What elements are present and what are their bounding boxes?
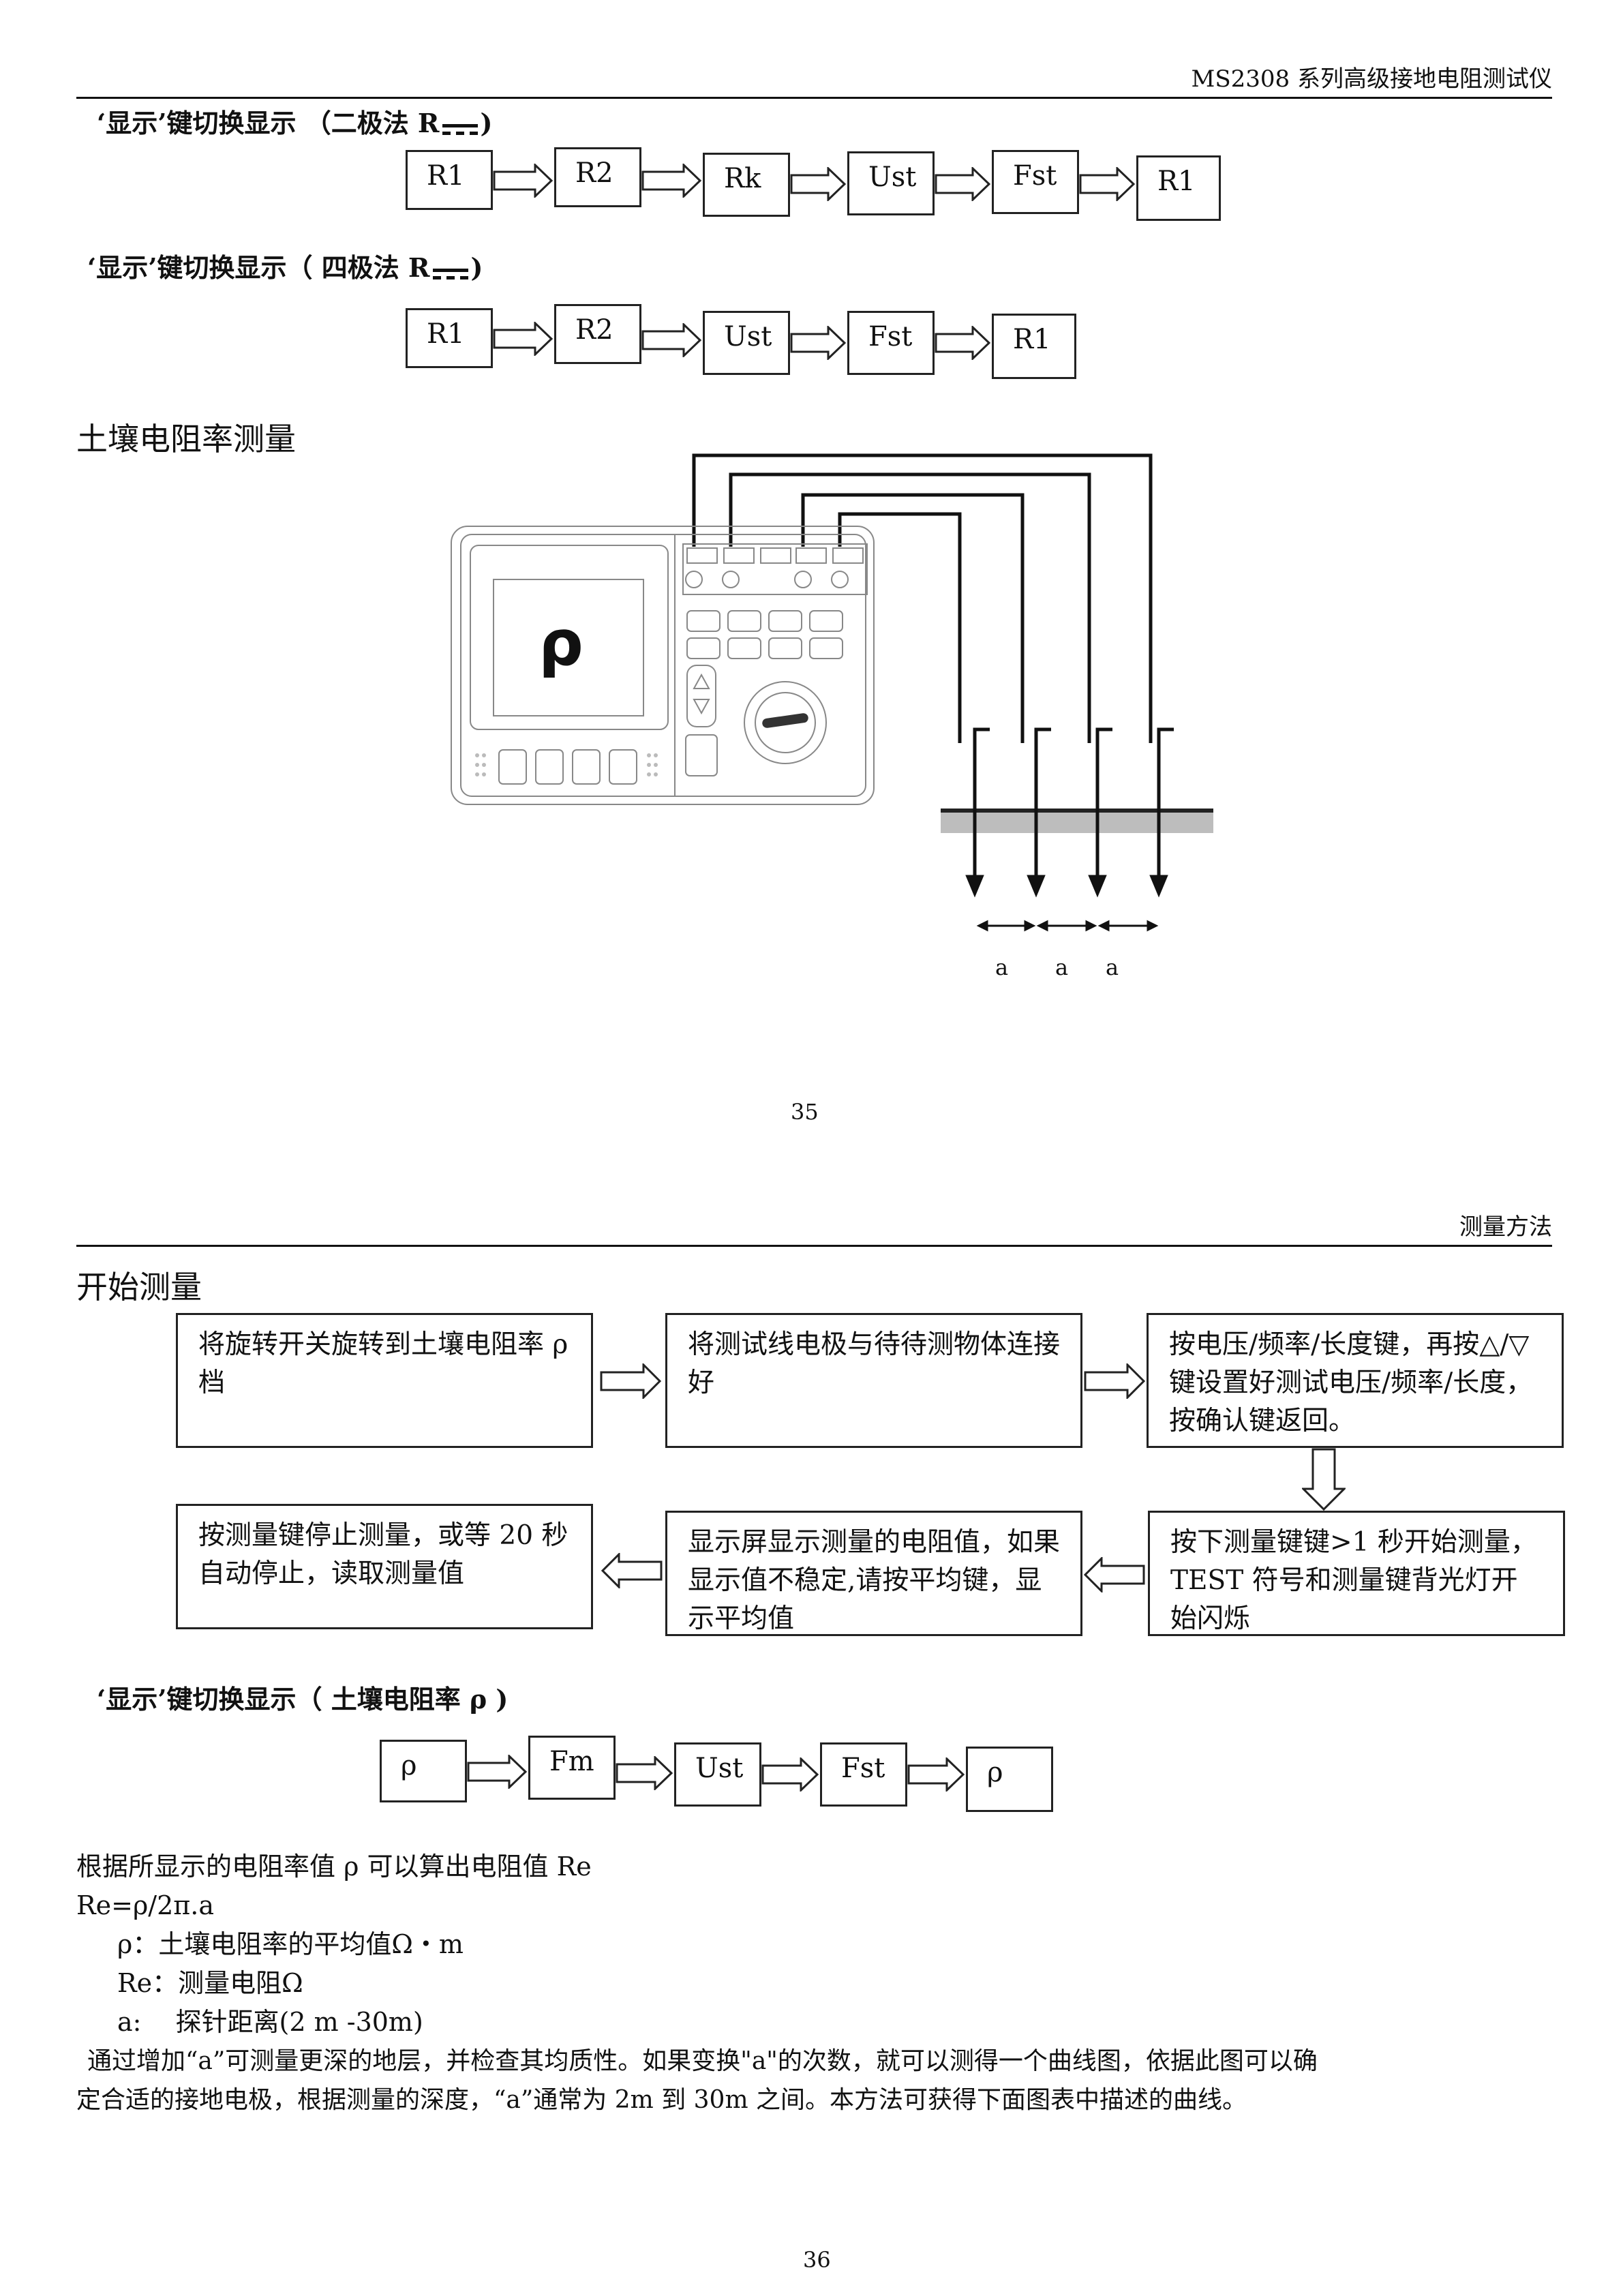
flow-box: Ust (847, 151, 935, 215)
flow-box: R1 (406, 150, 493, 210)
flow-arrow-icon (641, 164, 702, 198)
step-box-5: 显示屏显示测量的电阻值，如果显示值不稳定,请按平均键，显示平均值 (665, 1511, 1082, 1636)
flow-arrow-icon (761, 1757, 819, 1792)
soil-resistivity-illustration (451, 453, 1213, 932)
spacing-label-a: a (1106, 954, 1119, 980)
dc-symbol-icon (440, 116, 481, 136)
body-text-rho-def: ρ：土壤电阻率的平均值Ω・m (117, 1929, 464, 1959)
flow-arrow-icon (907, 1757, 965, 1792)
step-box-6: 按测量键停止测量，或等 20 秒自动停止，读取测量值 (176, 1504, 593, 1629)
body-text-paragraph-line-1: 通过增加“a”可测量更深的地层，并检查其均质性。如果变换"a"的次数，就可以测得… (87, 2047, 1318, 2075)
flow-arrow-left-icon (1083, 1557, 1145, 1592)
step-box-3: 按电压/频率/长度键，再按△/▽ 键设置好测试电压/频率/长度，按确认键返回。 (1147, 1313, 1582, 1448)
four-pole-title-text: ‘显示’键切换显示（ 四极法 R (87, 252, 430, 283)
four-pole-title: ‘显示’键切换显示（ 四极法 R ) (87, 247, 483, 284)
step-box-4: 按下测量键键>1 秒开始测量，TEST 符号和测量键背光灯开始闪烁 (1148, 1511, 1565, 1636)
step-box-1: 将旋转开关旋转到土壤电阻率 ρ 档 (176, 1313, 593, 1448)
flow-arrow-icon (1084, 1363, 1146, 1399)
flow-box: ρ (380, 1740, 467, 1802)
flow-box: Ust (703, 311, 790, 375)
flow-arrow-icon (493, 164, 553, 198)
flow-box: Fm (528, 1736, 616, 1800)
flow-box: R1 (992, 314, 1076, 379)
flow-box: Rk (703, 153, 790, 217)
flow-box: Ust (674, 1742, 761, 1807)
page-number: 35 (791, 1099, 819, 1125)
flow-box: R2 (554, 304, 641, 364)
device-grip-dots (475, 753, 658, 776)
body-text-formula-intro: 根据所显示的电阻率值 ρ 可以算出电阻值 Re (76, 1852, 592, 1882)
two-pole-title-text: ‘显示’键切换显示 （二极法 R (97, 108, 440, 138)
section-title-start-measurement: 开始测量 (76, 1269, 202, 1305)
body-text-paragraph-line-2: 定合适的接地电极，根据测量的深度，“a”通常为 2m 到 30m 之间。本方法可… (76, 2086, 1247, 2114)
page-header: MS2308 系列高级接地电阻测试仪 (1191, 65, 1552, 93)
rho-display-title: ‘显示’键切换显示（ 土壤电阻率 ρ ) (97, 1684, 509, 1715)
flow-arrow-icon (935, 167, 991, 201)
page-number: 36 (803, 2247, 831, 2273)
flow-box: ρ (966, 1747, 1053, 1812)
body-text-formula: Re=ρ/2π.a (76, 1890, 214, 1920)
flow-arrow-left-icon (601, 1553, 663, 1588)
flow-arrow-icon (600, 1363, 662, 1399)
flow-box: R1 (1136, 155, 1221, 221)
tester-device (451, 526, 875, 805)
spacing-label-a: a (1055, 954, 1069, 980)
page-header: 测量方法 (1459, 1213, 1552, 1241)
two-pole-title: ‘显示’键切换显示 （二极法 R ) (97, 102, 492, 140)
device-display-rho: ρ (539, 607, 583, 680)
four-pole-title-close: ) (470, 252, 483, 283)
flow-arrow-icon (467, 1755, 528, 1789)
flow-arrow-icon (790, 167, 847, 201)
header-rule (76, 1245, 1552, 1247)
flow-arrow-icon (935, 326, 991, 360)
dc-symbol-icon (430, 260, 471, 281)
two-pole-title-close: ) (480, 108, 493, 138)
flow-arrow-icon (616, 1756, 673, 1790)
body-text-re-def: Re：测量电阻Ω (117, 1968, 303, 1998)
flow-box: R2 (554, 147, 641, 207)
spacing-label-a: a (995, 954, 1009, 980)
flow-arrow-down-icon (1302, 1448, 1346, 1511)
flow-box: Fst (820, 1742, 907, 1807)
flow-box: R1 (406, 308, 493, 368)
flow-box: Fst (992, 150, 1079, 214)
header-rule (76, 97, 1552, 99)
section-title-soil-resistivity: 土壤电阻率测量 (76, 421, 296, 457)
flow-arrow-icon (790, 326, 847, 360)
flow-box: Fst (847, 311, 935, 375)
step-box-2: 将测试线电极与待待测物体连接好 (665, 1313, 1082, 1448)
flow-arrow-icon (641, 323, 702, 357)
body-text-a-def: a: 探针距离(2 m -30m) (117, 2007, 423, 2037)
flow-arrow-icon (493, 322, 553, 356)
flow-arrow-icon (1079, 167, 1136, 201)
